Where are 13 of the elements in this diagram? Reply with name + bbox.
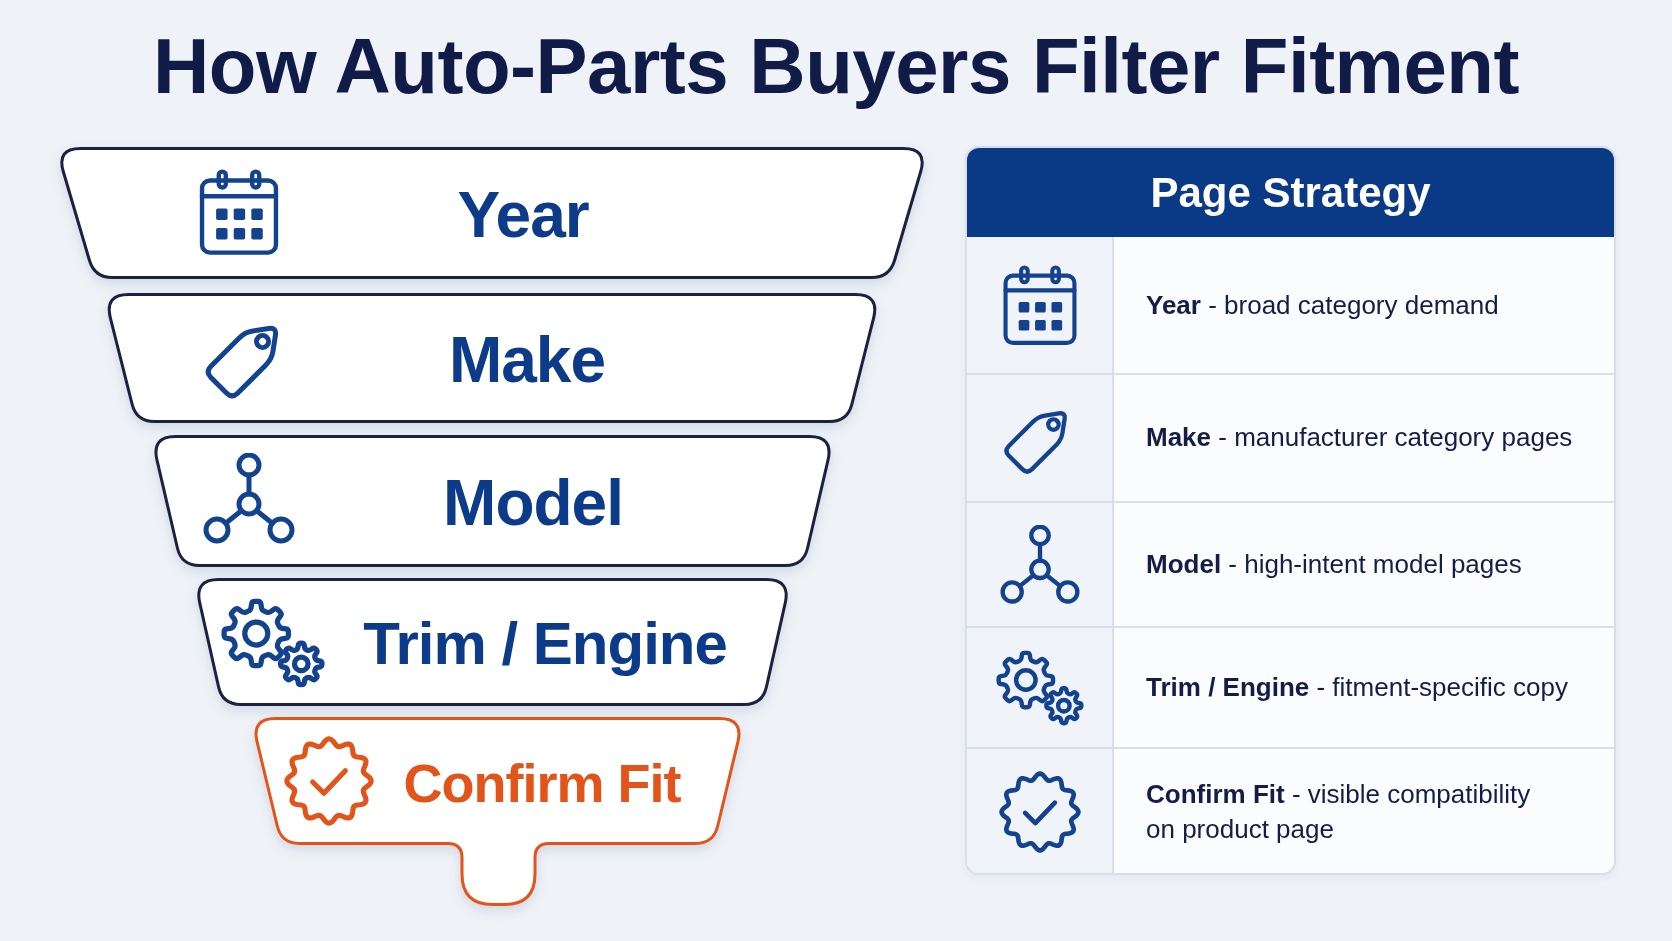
strategy-panel (965, 146, 1616, 875)
strategy-text: Year - broad category demand (1146, 288, 1499, 322)
stage-label: Trim / Engine (363, 614, 727, 674)
stage-label: Confirm Fit (403, 756, 681, 810)
panel-header: Page Strategy (967, 148, 1614, 237)
title: How Auto-Parts Buyers Filter Fitment (153, 24, 1519, 110)
stage-label: Model (443, 471, 623, 535)
stage-label: Year (457, 183, 589, 247)
strategy-text: Confirm Fit - visible compatibility on product page (1146, 777, 1532, 846)
strategy-text: Trim / Engine - fitment-specific copy (1146, 670, 1568, 704)
stage-label: Make (448, 328, 606, 392)
strategy-text: Make - manufacturer category pages (1146, 421, 1573, 455)
strategy-text: Model - high-intent model pages (1146, 547, 1522, 581)
